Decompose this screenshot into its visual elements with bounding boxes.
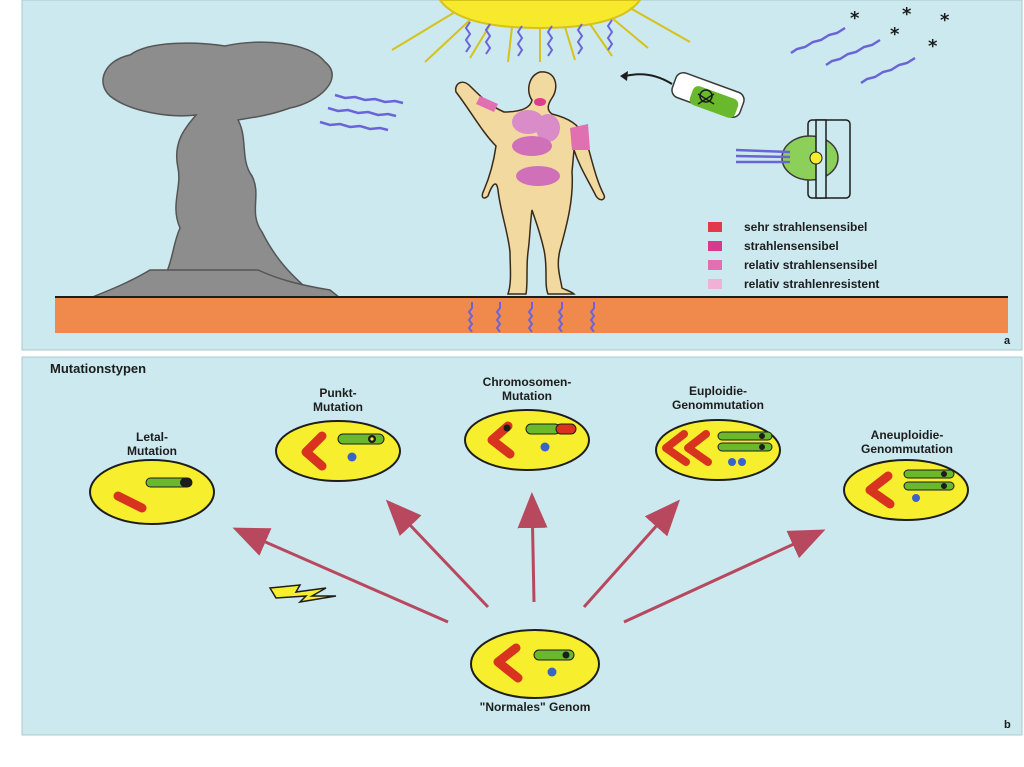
svg-text:*: * bbox=[940, 10, 950, 31]
svg-text:*: * bbox=[928, 36, 938, 57]
svg-text:*: * bbox=[850, 8, 860, 29]
label-euploidie-genommutation: Euploidie- Genommutation bbox=[633, 384, 803, 412]
label-letal-mutation: Letal- Mutation bbox=[92, 430, 212, 458]
cell-euploidie-genommutation bbox=[656, 420, 780, 480]
arrow-to-chromosomen bbox=[532, 498, 534, 602]
legend-label-2: strahlensensibel bbox=[744, 239, 839, 253]
legend-swatch-3 bbox=[708, 260, 722, 270]
cell-chromosomen-mutation bbox=[465, 410, 589, 470]
legend-label-4: relativ strahlenresistent bbox=[744, 277, 879, 291]
svg-text:*: * bbox=[902, 4, 912, 25]
legend-swatch-4 bbox=[708, 279, 722, 289]
legend-label-3: relativ strahlensensibel bbox=[744, 258, 877, 272]
label-normales-genom: "Normales" Genom bbox=[430, 700, 640, 714]
legend-swatch-2 bbox=[708, 241, 722, 251]
label-chromosomen-mutation: Chromosomen- Mutation bbox=[447, 375, 607, 403]
label-aneuploidie-genommutation: Aneuploidie- Genommutation bbox=[822, 428, 992, 456]
legend-swatch-1 bbox=[708, 222, 722, 232]
panel-a: * * * * * bbox=[22, 0, 1022, 350]
panel-b-title: Mutationstypen bbox=[50, 362, 146, 376]
panel-a-letter: a bbox=[1004, 334, 1010, 348]
cell-aneuploidie-genommutation bbox=[844, 460, 968, 520]
label-punkt-mutation: Punkt- Mutation bbox=[278, 386, 398, 414]
cell-punkt-mutation bbox=[276, 421, 400, 481]
cell-letal-mutation bbox=[90, 460, 214, 524]
svg-text:*: * bbox=[890, 24, 900, 45]
panel-b-letter: b bbox=[1004, 718, 1011, 732]
legend-label-1: sehr strahlensensibel bbox=[744, 220, 867, 234]
panel-b bbox=[22, 357, 1022, 735]
ground-strip bbox=[55, 297, 1008, 333]
cell-normales-genom bbox=[471, 630, 599, 698]
